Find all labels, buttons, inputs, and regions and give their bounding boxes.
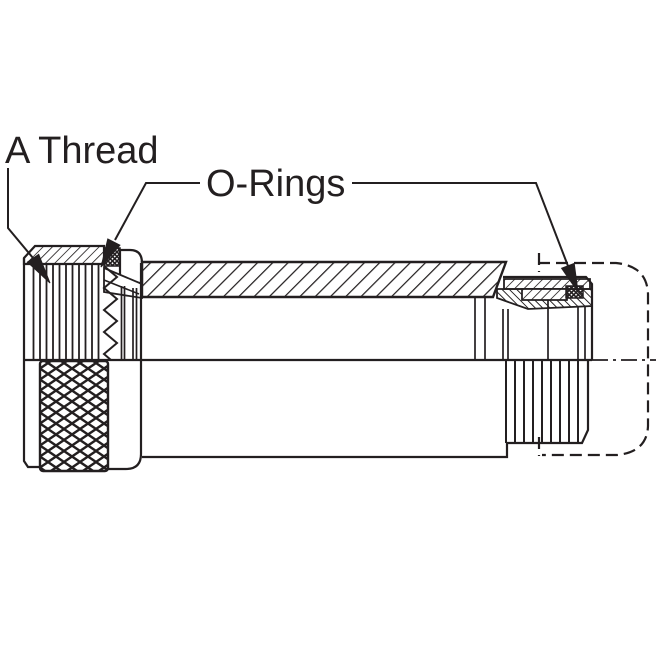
rear-thread-lines bbox=[505, 361, 579, 443]
o-rings-label: O-Rings bbox=[206, 163, 345, 205]
rear-thread-outline bbox=[507, 361, 590, 445]
o-rings-leader-right bbox=[352, 182, 579, 293]
a-thread-label: A Thread bbox=[5, 130, 159, 172]
body-section-band bbox=[140, 260, 508, 299]
a-thread-leader bbox=[7, 168, 51, 284]
leader-arrowhead-icon bbox=[100, 238, 121, 268]
rear-bore-lines bbox=[474, 297, 586, 359]
body-lower-outline bbox=[142, 443, 509, 459]
phantom-mating-connector bbox=[537, 253, 650, 457]
connector-body bbox=[140, 260, 509, 459]
leader-arrowhead-icon bbox=[26, 253, 51, 284]
o-ring-groove bbox=[521, 288, 568, 301]
front-thread-lines bbox=[32, 264, 100, 359]
thread-profile-zigzag bbox=[102, 265, 119, 361]
rear-thread-end bbox=[474, 275, 594, 445]
leader-arrowhead-icon bbox=[560, 262, 579, 293]
o-rings-leader-left bbox=[100, 182, 200, 268]
nut-left-edge bbox=[22, 258, 40, 469]
nut-bore-lines bbox=[120, 286, 138, 359]
knurled-grip bbox=[38, 359, 110, 473]
nut-rear-edge bbox=[108, 263, 143, 471]
